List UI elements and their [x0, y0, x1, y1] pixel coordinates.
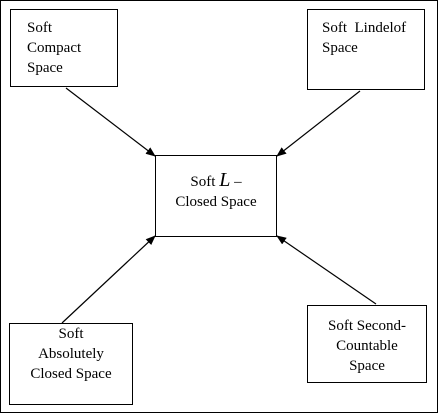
node-label-line: Soft Compact	[27, 20, 82, 56]
node-soft-absolutely-closed-space: Soft Absolutely Closed Space	[9, 323, 133, 405]
node-label-line: Closed Space	[30, 366, 112, 382]
node-soft-lindelof-space: Soft Lindelof Space	[307, 9, 425, 90]
node-label-prefix: Soft	[190, 174, 220, 190]
node-label-line: Space	[27, 60, 63, 76]
node-label-line: Closed Space	[175, 194, 257, 210]
node-label-line: Countable	[336, 338, 398, 354]
arrow-second-to-center	[276, 235, 377, 305]
node-label-line: Soft L –	[156, 170, 276, 192]
node-soft-second-countable-space: Soft Second- Countable Space	[307, 305, 427, 383]
node-label-line: Soft Lindelof	[322, 20, 407, 36]
arrow-absolute-to-center	[61, 235, 156, 324]
node-soft-l-closed-space: Soft L – Closed Space	[155, 155, 277, 237]
node-label-line: Soft	[58, 326, 84, 342]
node-label-symbol: L	[219, 169, 231, 191]
node-label-line: Soft Second-	[328, 318, 406, 334]
arrow-compact-to-center	[65, 87, 156, 157]
node-label-line: Space	[349, 358, 385, 374]
node-label-line: Absolutely	[38, 346, 104, 362]
node-label-line: Space	[322, 40, 358, 56]
node-soft-compact-space: Soft Compact Space	[10, 9, 118, 87]
node-label-suffix: –	[230, 174, 242, 190]
arrow-lindelof-to-center	[276, 90, 361, 157]
